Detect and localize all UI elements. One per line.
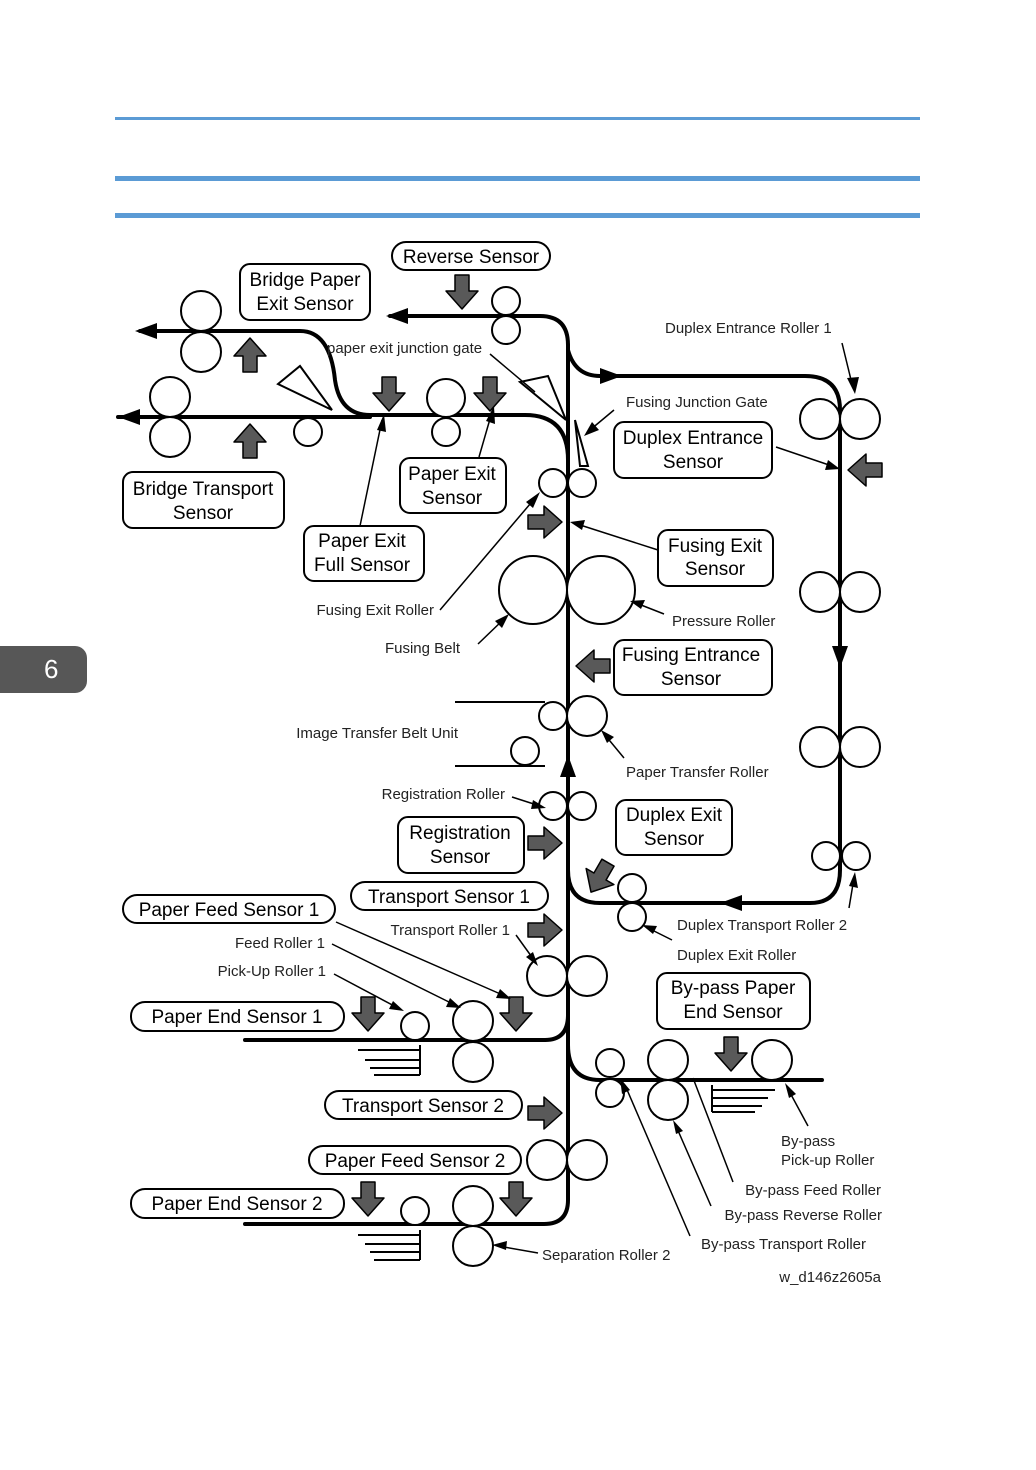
- tray-2-stack: [358, 1230, 421, 1261]
- sensor-paper-feed-2[interactable]: Paper Feed Sensor 2: [308, 1145, 522, 1175]
- sensor-fusing-entrance[interactable]: Fusing Entrance Sensor: [613, 639, 773, 696]
- svg-text:Fusing Entrance: Fusing Entrance: [622, 645, 760, 666]
- label-exit-junction-gate: paper exit junction gate: [327, 340, 482, 357]
- header-rule-middle: [115, 176, 920, 181]
- label-paper-transfer-roller: Paper Transfer Roller: [626, 764, 769, 781]
- sensor-paper-end-2[interactable]: Paper End Sensor 2: [130, 1188, 345, 1219]
- tray-1-stack: [358, 1045, 421, 1076]
- svg-text:Sensor: Sensor: [685, 559, 746, 580]
- sensor-fusing-exit[interactable]: Fusing Exit Sensor: [657, 529, 774, 587]
- sensor-duplex-entrance[interactable]: Duplex Entrance Sensor: [613, 421, 773, 479]
- svg-text:Full Sensor: Full Sensor: [314, 555, 411, 576]
- svg-text:Sensor: Sensor: [422, 488, 483, 509]
- paper-paths: [116, 308, 848, 1261]
- svg-text:Exit Sensor: Exit Sensor: [256, 294, 354, 315]
- sensor-reverse[interactable]: Reverse Sensor: [391, 241, 551, 271]
- svg-text:Sensor: Sensor: [430, 847, 491, 868]
- sensor-bridge-transport[interactable]: Bridge Transport Sensor: [122, 471, 285, 529]
- label-duplex-exit-roller: Duplex Exit Roller: [677, 947, 796, 964]
- label-feed-roller-1: Feed Roller 1: [235, 935, 325, 952]
- svg-text:Sensor: Sensor: [661, 669, 722, 690]
- rollers: [149, 286, 881, 1267]
- svg-text:Bridge Transport: Bridge Transport: [133, 479, 274, 500]
- label-fusing-exit-roller: Fusing Exit Roller: [316, 602, 434, 619]
- label-bypass-pickup-roller: By-pass: [781, 1133, 835, 1150]
- label-bypass-feed-roller: By-pass Feed Roller: [745, 1182, 881, 1199]
- svg-text:Duplex Exit: Duplex Exit: [626, 805, 723, 826]
- svg-text:Reverse Sensor: Reverse Sensor: [403, 247, 540, 268]
- svg-text:Transport Sensor 2: Transport Sensor 2: [342, 1096, 504, 1117]
- label-separation-roller-2: Separation Roller 2: [542, 1247, 670, 1264]
- svg-text:Sensor: Sensor: [173, 503, 234, 524]
- svg-text:Registration: Registration: [409, 823, 510, 844]
- sensor-paper-exit[interactable]: Paper Exit Sensor: [399, 457, 507, 514]
- sensor-bypass-paper-end[interactable]: By-pass Paper End Sensor: [656, 972, 811, 1030]
- label-fusing-junction-gate: Fusing Junction Gate: [626, 394, 768, 411]
- svg-text:Paper End Sensor 1: Paper End Sensor 1: [151, 1007, 322, 1028]
- label-fusing-belt: Fusing Belt: [385, 640, 461, 657]
- svg-text:Bridge Paper: Bridge Paper: [250, 270, 362, 291]
- sensor-transport-2[interactable]: Transport Sensor 2: [324, 1090, 523, 1120]
- sensor-paper-end-1[interactable]: Paper End Sensor 1: [130, 1001, 345, 1032]
- figure-id: w_d146z2605a: [778, 1269, 881, 1286]
- component-labels: paper exit junction gate Duplex Entrance…: [218, 320, 882, 1286]
- label-image-transfer-belt-unit: Image Transfer Belt Unit: [296, 725, 459, 742]
- svg-text:Transport Sensor 1: Transport Sensor 1: [368, 887, 530, 908]
- leader-lines: [331, 342, 859, 1254]
- chapter-tab[interactable]: 6: [0, 646, 87, 693]
- svg-text:Duplex Entrance: Duplex Entrance: [623, 428, 763, 449]
- header-rule-top: [115, 117, 920, 120]
- sensor-duplex-exit[interactable]: Duplex Exit Sensor: [615, 799, 733, 856]
- svg-text:By-pass Paper: By-pass Paper: [671, 978, 796, 999]
- label-duplex-entrance-roller: Duplex Entrance Roller 1: [665, 320, 832, 337]
- svg-text:Paper Exit: Paper Exit: [318, 531, 406, 552]
- label-bypass-transport-roller: By-pass Transport Roller: [701, 1236, 866, 1253]
- sensor-bridge-paper-exit[interactable]: Bridge Paper Exit Sensor: [239, 263, 371, 321]
- label-transport-roller-1: Transport Roller 1: [391, 922, 511, 939]
- sensor-paper-feed-1[interactable]: Paper Feed Sensor 1: [122, 894, 336, 924]
- label-registration-roller: Registration Roller: [382, 786, 505, 803]
- bypass-tray-stack: [711, 1085, 775, 1113]
- sensor-paper-exit-full[interactable]: Paper Exit Full Sensor: [303, 525, 425, 582]
- label-pressure-roller: Pressure Roller: [672, 613, 775, 630]
- sensor-registration[interactable]: Registration Sensor: [397, 816, 525, 874]
- svg-text:Sensor: Sensor: [644, 829, 705, 850]
- svg-text:Sensor: Sensor: [663, 452, 724, 473]
- svg-text:Paper End Sensor 2: Paper End Sensor 2: [151, 1194, 322, 1215]
- svg-text:End Sensor: End Sensor: [683, 1002, 783, 1023]
- svg-text:Fusing Exit: Fusing Exit: [668, 536, 763, 557]
- header-rule-bottom: [115, 213, 920, 218]
- svg-text:Paper Feed Sensor 2: Paper Feed Sensor 2: [325, 1151, 506, 1172]
- svg-text:Paper Feed Sensor 1: Paper Feed Sensor 1: [139, 900, 320, 921]
- label-bypass-reverse-roller: By-pass Reverse Roller: [724, 1207, 882, 1224]
- sensor-transport-1[interactable]: Transport Sensor 1: [350, 881, 549, 911]
- svg-text:Paper Exit: Paper Exit: [408, 464, 496, 485]
- label-pickup-roller-1: Pick-Up Roller 1: [218, 963, 326, 980]
- label-bypass-pickup-roller-2: Pick-up Roller: [781, 1152, 874, 1169]
- label-duplex-transport-roller-2: Duplex Transport Roller 2: [677, 917, 847, 934]
